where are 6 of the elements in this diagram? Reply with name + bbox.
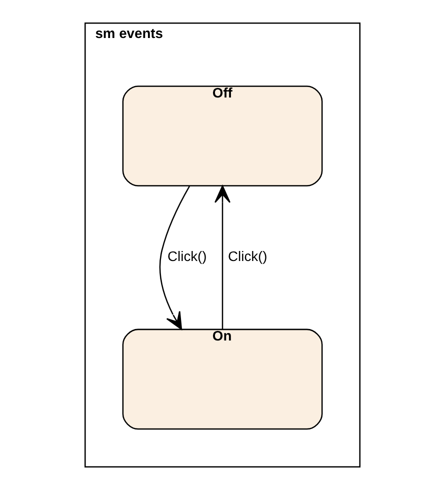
edge-label: Click() xyxy=(167,248,206,264)
node-box: On xyxy=(122,328,322,430)
edge-label: Click() xyxy=(228,248,267,264)
arrow xyxy=(158,186,190,330)
arrow xyxy=(214,185,230,330)
node-box: Off xyxy=(122,86,322,186)
